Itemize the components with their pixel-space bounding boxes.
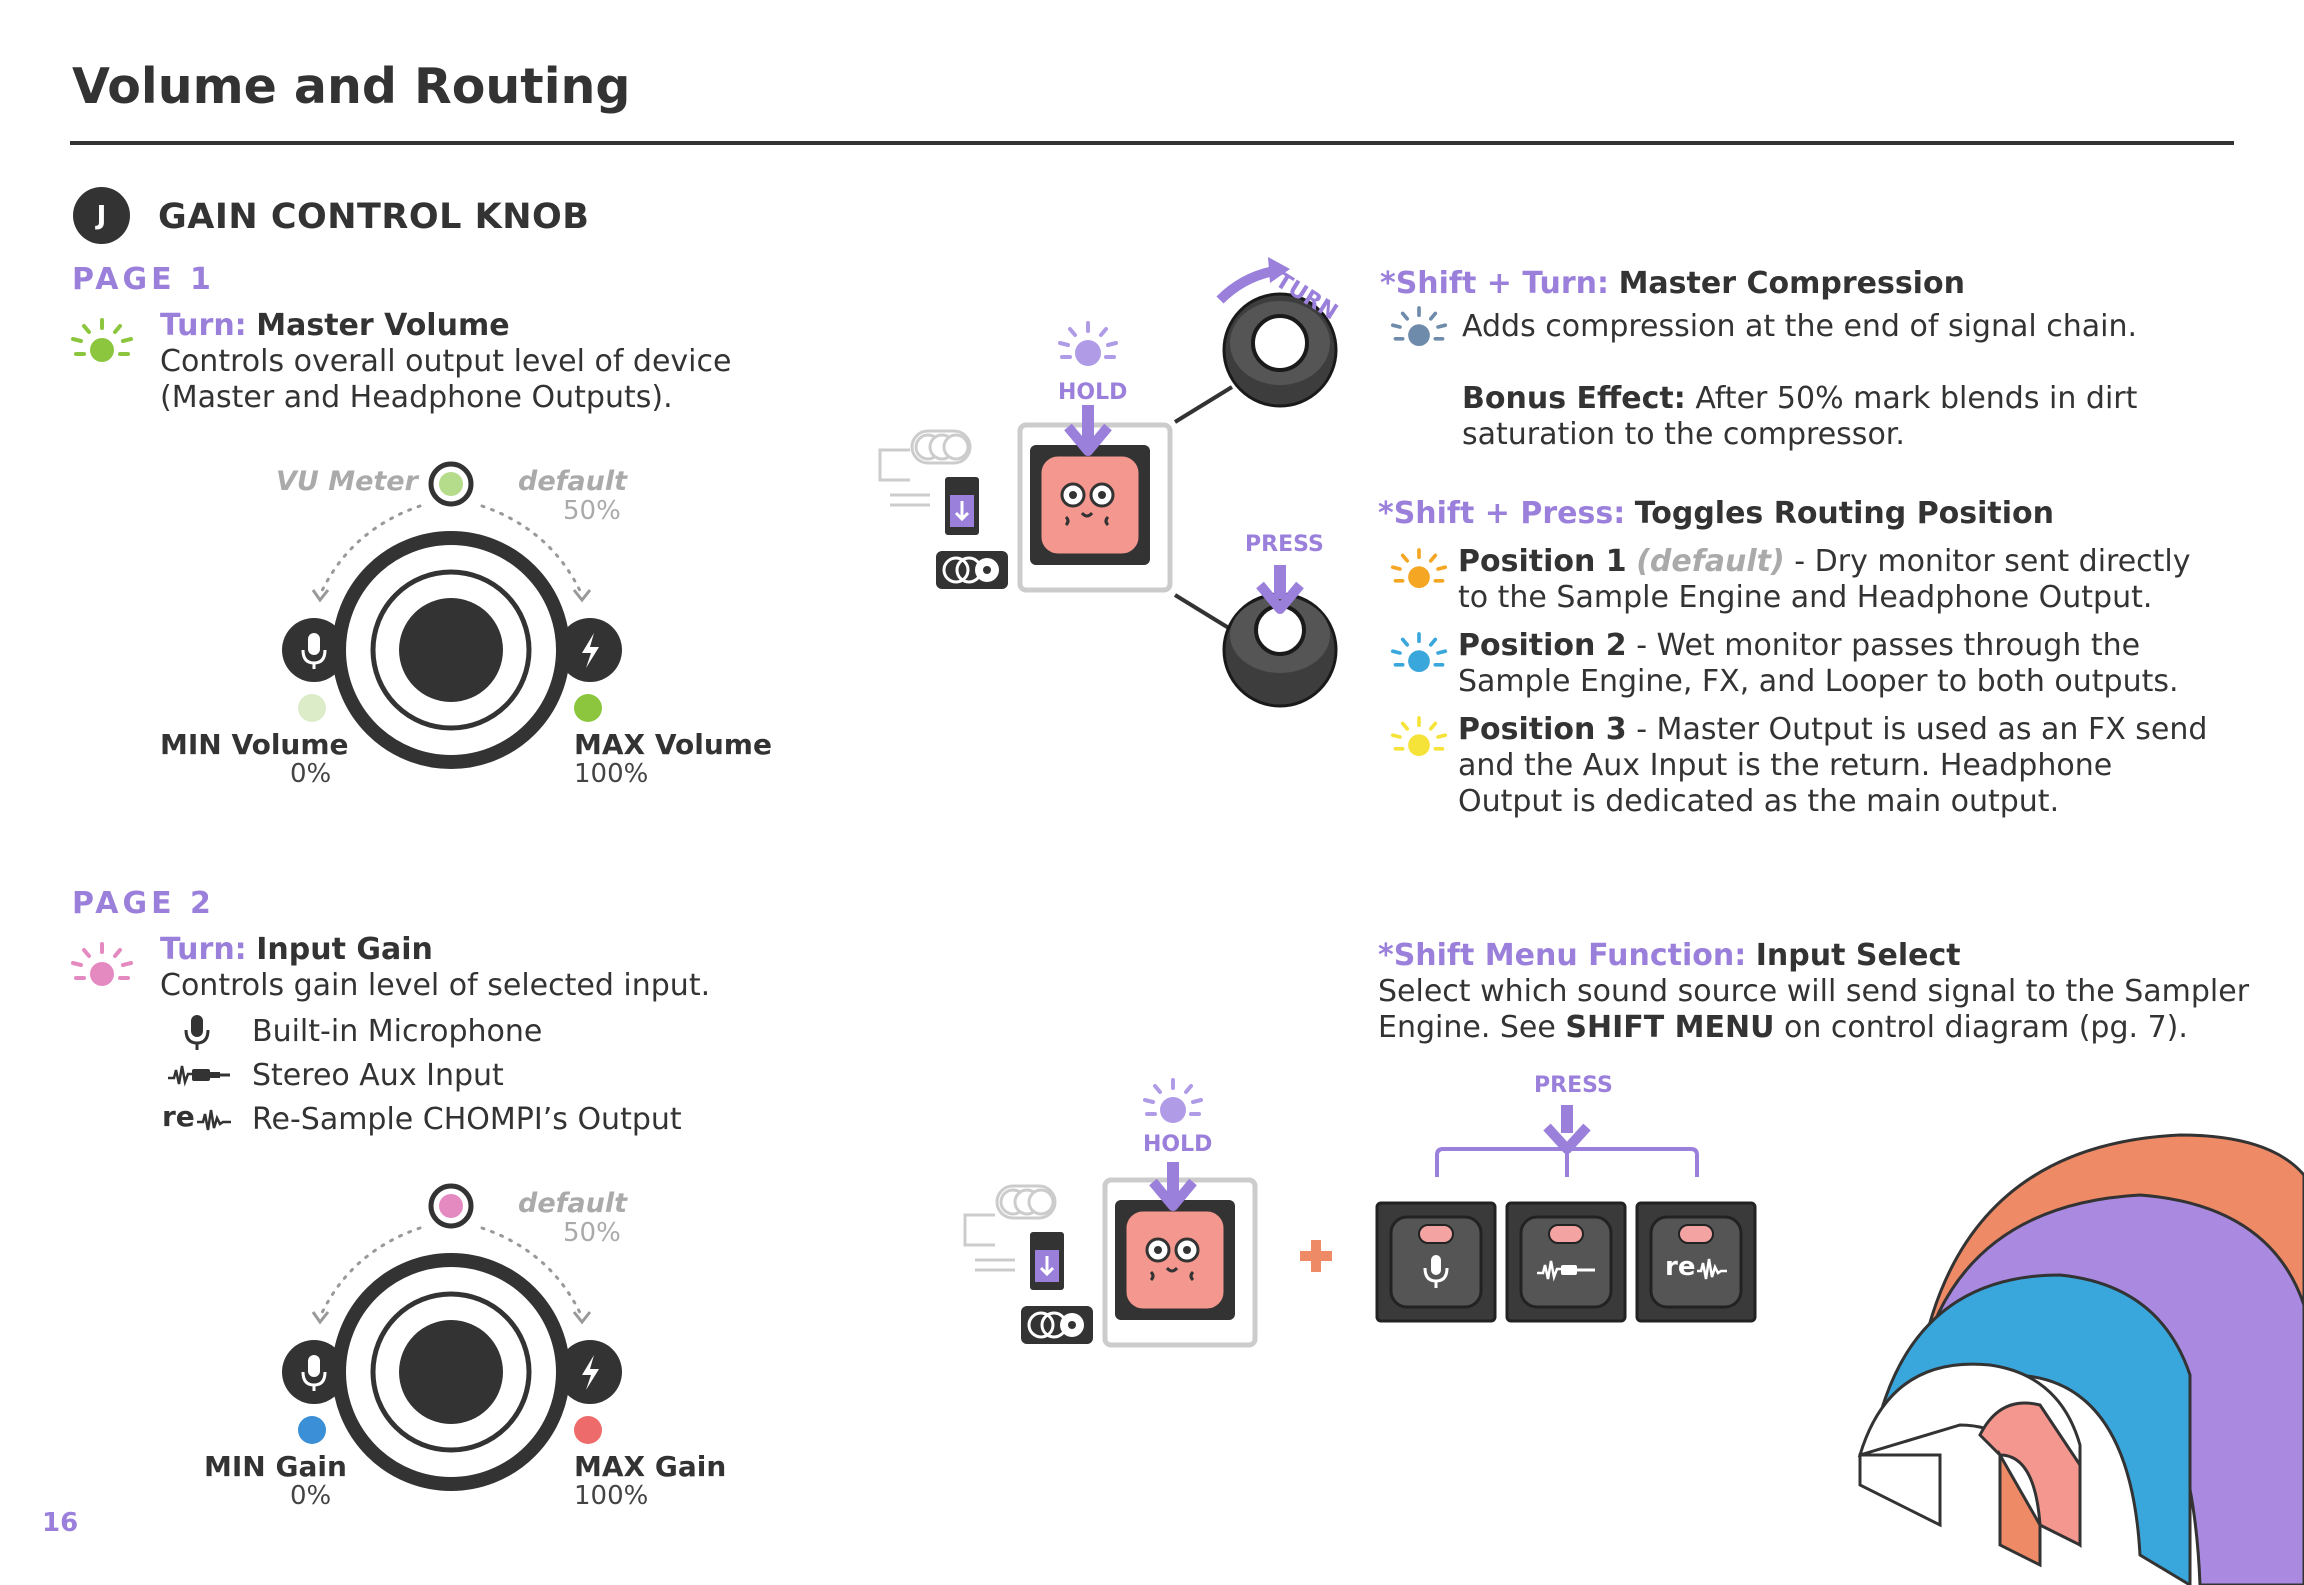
turn-name: Master Volume — [256, 308, 510, 343]
shift-menu-link: SHIFT MENU — [1565, 1010, 1775, 1045]
hold-label: HOLD — [1058, 380, 1128, 405]
shift-turn-desc: Adds compression at the end of signal ch… — [1462, 309, 2137, 344]
position-1-name: Position 1 — [1458, 544, 1627, 579]
button-resample — [1635, 1201, 1757, 1323]
shift-turn-name: Master Compression — [1618, 266, 1965, 301]
page2-turn-heading: Turn: Input Gain — [160, 932, 433, 968]
rainbow-decoration — [1857, 1133, 2304, 1585]
hold-chompi-diagram — [963, 1078, 1258, 1348]
shift-menu-line2: Engine. See SHIFT MENU on control diagra… — [1378, 1010, 2188, 1046]
input-select-buttons — [1375, 1105, 1757, 1323]
default-value: 50% — [563, 496, 621, 526]
page1-desc-line1: Controls overall output level of device — [160, 344, 732, 379]
page2-desc: Controls gain level of selected input. — [160, 968, 711, 1003]
min-volume-label: MIN Volume — [160, 728, 349, 761]
shift-press-heading: *Shift + Press: Toggles Routing Position — [1378, 496, 2054, 532]
microphone-icon — [184, 1015, 210, 1050]
input-gain-knob[interactable] — [270, 1172, 650, 1492]
position-1-line2: to the Sample Engine and Headphone Outpu… — [1458, 580, 2153, 615]
position-2-line2: Sample Engine, FX, and Looper to both ou… — [1458, 664, 2179, 699]
bonus-line1: Bonus Effect: After 50% mark blends in d… — [1462, 381, 2137, 417]
page-number: 16 — [42, 1508, 79, 1538]
sun-green-icon — [71, 318, 133, 362]
max-gain-label: MAX Gain — [574, 1450, 727, 1483]
position-1-text: - Dry monitor sent directly — [1784, 544, 2191, 579]
button-aux — [1505, 1201, 1627, 1323]
max-gain-value: 100% — [574, 1481, 649, 1511]
button-mic — [1375, 1201, 1497, 1323]
turn-prefix: Turn: — [160, 932, 247, 967]
bonus-line2: saturation to the compressor. — [1462, 417, 1905, 452]
section-badge: J — [73, 187, 130, 244]
header-divider — [70, 141, 2234, 145]
sun-yellow-icon — [1390, 716, 1448, 757]
page1-desc-line2: (Master and Headphone Outputs). — [160, 380, 673, 415]
section-title: GAIN CONTROL KNOB — [158, 197, 590, 237]
min-gain-label: MIN Gain — [204, 1450, 347, 1483]
bonus-text: After 50% mark blends in dirt — [1695, 381, 2138, 416]
default-value: 50% — [563, 1218, 621, 1248]
plus-icon — [1300, 1240, 1332, 1272]
max-volume-label: MAX Volume — [574, 728, 772, 761]
shift-menu-prefix: *Shift Menu Function: — [1378, 938, 1747, 973]
page2-label: PAGE 2 — [72, 886, 215, 921]
shift-press-name: Toggles Routing Position — [1634, 496, 2055, 531]
master-volume-knob[interactable] — [270, 450, 650, 770]
sun-blue-icon — [1390, 632, 1448, 673]
input-microphone-label: Built-in Microphone — [252, 1014, 543, 1049]
position-3-text: - Master Output is used as an FX send — [1626, 712, 2208, 747]
hold-label: HOLD — [1143, 1132, 1213, 1157]
position-2-name: Position 2 — [1458, 628, 1627, 663]
page-title: Volume and Routing — [72, 58, 631, 115]
default-label: default — [518, 1188, 627, 1219]
position-3-line2: and the Aux Input is the return. Headpho… — [1458, 748, 2113, 783]
resample-glyph: re — [162, 1100, 195, 1133]
vu-meter-label: VU Meter — [276, 466, 418, 497]
max-volume-value: 100% — [574, 759, 649, 789]
position-3-name: Position 3 — [1458, 712, 1627, 747]
shift-menu-line2-post: on control diagram (pg. 7). — [1774, 1010, 2188, 1045]
sun-gray-blue-icon — [1390, 306, 1448, 347]
sun-orange-icon — [1390, 548, 1448, 589]
page1-turn-heading: Turn: Master Volume — [160, 308, 510, 344]
press-label: PRESS — [1245, 532, 1324, 557]
shift-turn-heading: *Shift + Turn: Master Compression — [1380, 266, 1965, 302]
position-3-line1: Position 3 - Master Output is used as an… — [1458, 712, 2207, 748]
sun-pink-icon — [71, 942, 133, 986]
resample-icon — [197, 1109, 231, 1131]
page1-label: PAGE 1 — [72, 262, 215, 297]
turn-name: Input Gain — [256, 932, 433, 967]
input-aux-label: Stereo Aux Input — [252, 1058, 504, 1093]
hold-turn-press-diagram — [878, 257, 1338, 708]
turn-prefix: Turn: — [160, 308, 247, 343]
position-2-text: - Wet monitor passes through the — [1626, 628, 2141, 663]
button-resample-glyph: re — [1665, 1252, 1696, 1282]
shift-menu-name: Input Select — [1755, 938, 1961, 973]
input-resample-label: Re-Sample CHOMPI’s Output — [252, 1102, 682, 1137]
min-volume-value: 0% — [290, 759, 332, 789]
min-gain-value: 0% — [290, 1481, 332, 1511]
position-1-line1: Position 1 (default) - Dry monitor sent … — [1458, 544, 2191, 580]
shift-menu-heading: *Shift Menu Function: Input Select — [1378, 938, 1961, 974]
shift-press-prefix: *Shift + Press: — [1378, 496, 1626, 531]
press-label: PRESS — [1534, 1073, 1613, 1098]
aux-cable-icon — [168, 1065, 230, 1087]
default-label: default — [518, 466, 627, 497]
shift-menu-line1: Select which sound source will send sign… — [1378, 974, 2250, 1009]
position-1-tag: (default) — [1636, 544, 1785, 579]
position-3-line3: Output is dedicated as the main output. — [1458, 784, 2060, 819]
bonus-label: Bonus Effect: — [1462, 381, 1686, 416]
shift-menu-line2-pre: Engine. See — [1378, 1010, 1566, 1045]
position-2-line1: Position 2 - Wet monitor passes through … — [1458, 628, 2140, 664]
shift-turn-prefix: *Shift + Turn: — [1380, 266, 1610, 301]
